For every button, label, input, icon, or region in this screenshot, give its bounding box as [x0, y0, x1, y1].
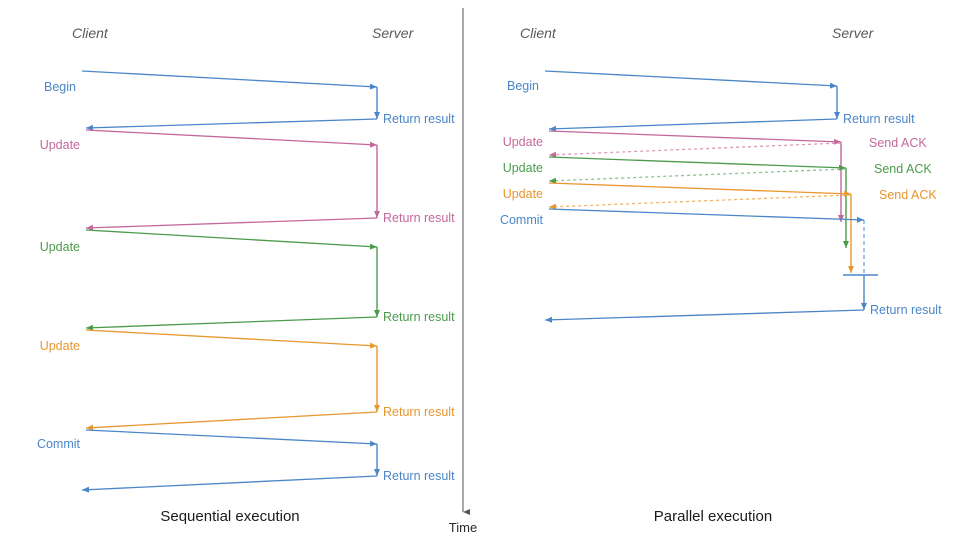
- time-axis-label: Time: [449, 520, 477, 535]
- message-arrow-update2-ret: [85, 316, 378, 331]
- message-arrow-begin-ret: [548, 118, 838, 132]
- message-label-ack2: Send ACK: [874, 162, 932, 176]
- message-arrow-update3-ret: [85, 411, 378, 431]
- time-axis-group: Time: [449, 8, 477, 535]
- message-label-update1: Update: [503, 135, 543, 149]
- message-arrow-ack1: [548, 142, 842, 158]
- message-label-ack1: Send ACK: [869, 136, 927, 150]
- message-arrow-update2: [85, 229, 378, 250]
- message-label-begin-ret: Return result: [383, 112, 455, 126]
- message-arrow-begin: [81, 70, 378, 90]
- caption-sequential: Sequential execution: [160, 508, 299, 525]
- message-label-commit: Commit: [500, 213, 544, 227]
- message-arrow-commit-ret: [544, 309, 865, 323]
- message-label-begin-ret: Return result: [843, 112, 915, 126]
- message-arrow-commit-ret: [81, 475, 378, 493]
- message-arrow-begin: [544, 70, 838, 89]
- message-arrow-update3: [548, 182, 852, 197]
- message-label-begin: Begin: [507, 79, 539, 93]
- message-arrow-update1: [548, 130, 842, 145]
- message-label-commit: Commit: [37, 437, 81, 451]
- message-label-update3: Update: [503, 187, 543, 201]
- actor-label-client: Client: [72, 25, 109, 41]
- message-arrow-update1: [85, 129, 378, 148]
- message-label-commit-ret: Return result: [870, 303, 942, 317]
- message-label-begin: Begin: [44, 80, 76, 94]
- actor-label-server: Server: [372, 25, 415, 41]
- message-arrow-ack2: [548, 168, 847, 184]
- message-label-update3-ret: Return result: [383, 405, 455, 419]
- message-label-update2: Update: [40, 240, 80, 254]
- message-label-update1-ret: Return result: [383, 211, 455, 225]
- message-arrow-begin-ret: [85, 118, 378, 131]
- message-label-commit-ret: Return result: [383, 469, 455, 483]
- message-arrow-commit: [85, 429, 378, 447]
- message-label-update2: Update: [503, 161, 543, 175]
- message-arrow-update2: [548, 156, 847, 171]
- actor-label-server: Server: [832, 25, 875, 41]
- message-label-ack3: Send ACK: [879, 188, 937, 202]
- message-label-update3: Update: [40, 339, 80, 353]
- message-label-update1: Update: [40, 138, 80, 152]
- message-arrow-update3: [85, 329, 378, 349]
- message-label-update2-ret: Return result: [383, 310, 455, 324]
- message-arrow-ack3: [548, 194, 852, 210]
- caption-parallel: Parallel execution: [654, 508, 772, 525]
- actor-label-client: Client: [520, 25, 557, 41]
- message-arrow-update1-ret: [85, 217, 378, 231]
- message-arrow-commit: [548, 208, 865, 223]
